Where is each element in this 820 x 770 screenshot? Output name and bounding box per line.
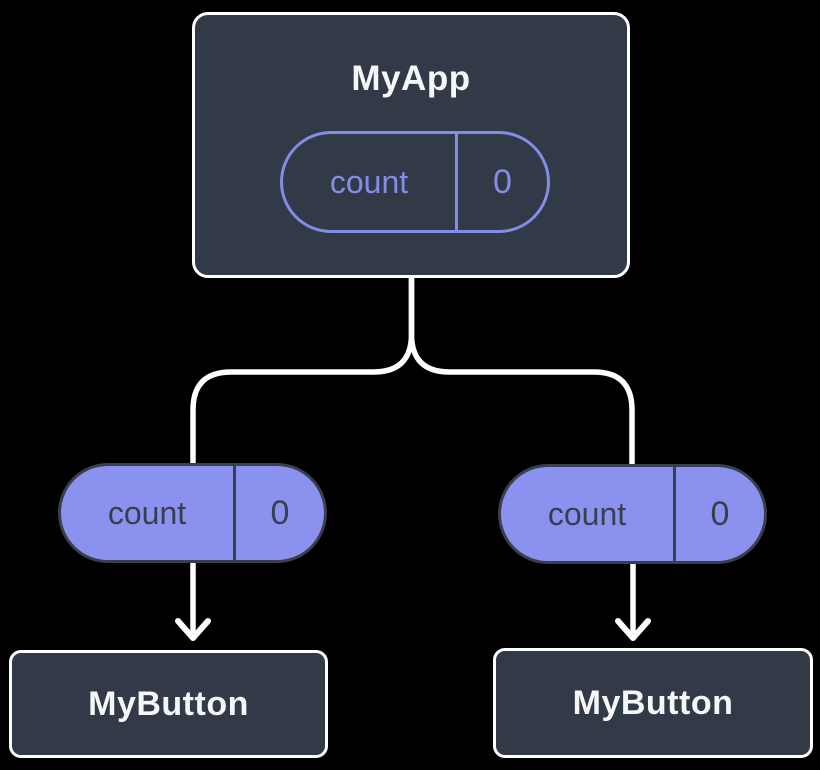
- fork-branch-left: [190, 276, 415, 464]
- component-title: MyApp: [351, 59, 471, 98]
- component-card-mybutton-right: MyButton: [493, 648, 813, 758]
- prop-pill-right: count 0: [498, 464, 767, 564]
- component-card-mybutton-left: MyButton: [9, 650, 328, 758]
- prop-value-label: 0: [270, 493, 290, 532]
- component-card-myapp: MyApp count 0: [192, 12, 630, 278]
- state-name-label: count: [329, 163, 409, 200]
- arrow-right-head: [615, 618, 651, 641]
- prop-value-label: 0: [710, 494, 730, 533]
- arrow-left-head: [175, 618, 211, 641]
- state-pill: count 0: [280, 131, 550, 233]
- prop-name-label: count: [547, 495, 627, 532]
- fork-branch-right: [408, 276, 635, 465]
- state-value-label: 0: [493, 162, 512, 201]
- prop-pill-left: count 0: [58, 463, 327, 563]
- prop-name-label: count: [107, 494, 187, 531]
